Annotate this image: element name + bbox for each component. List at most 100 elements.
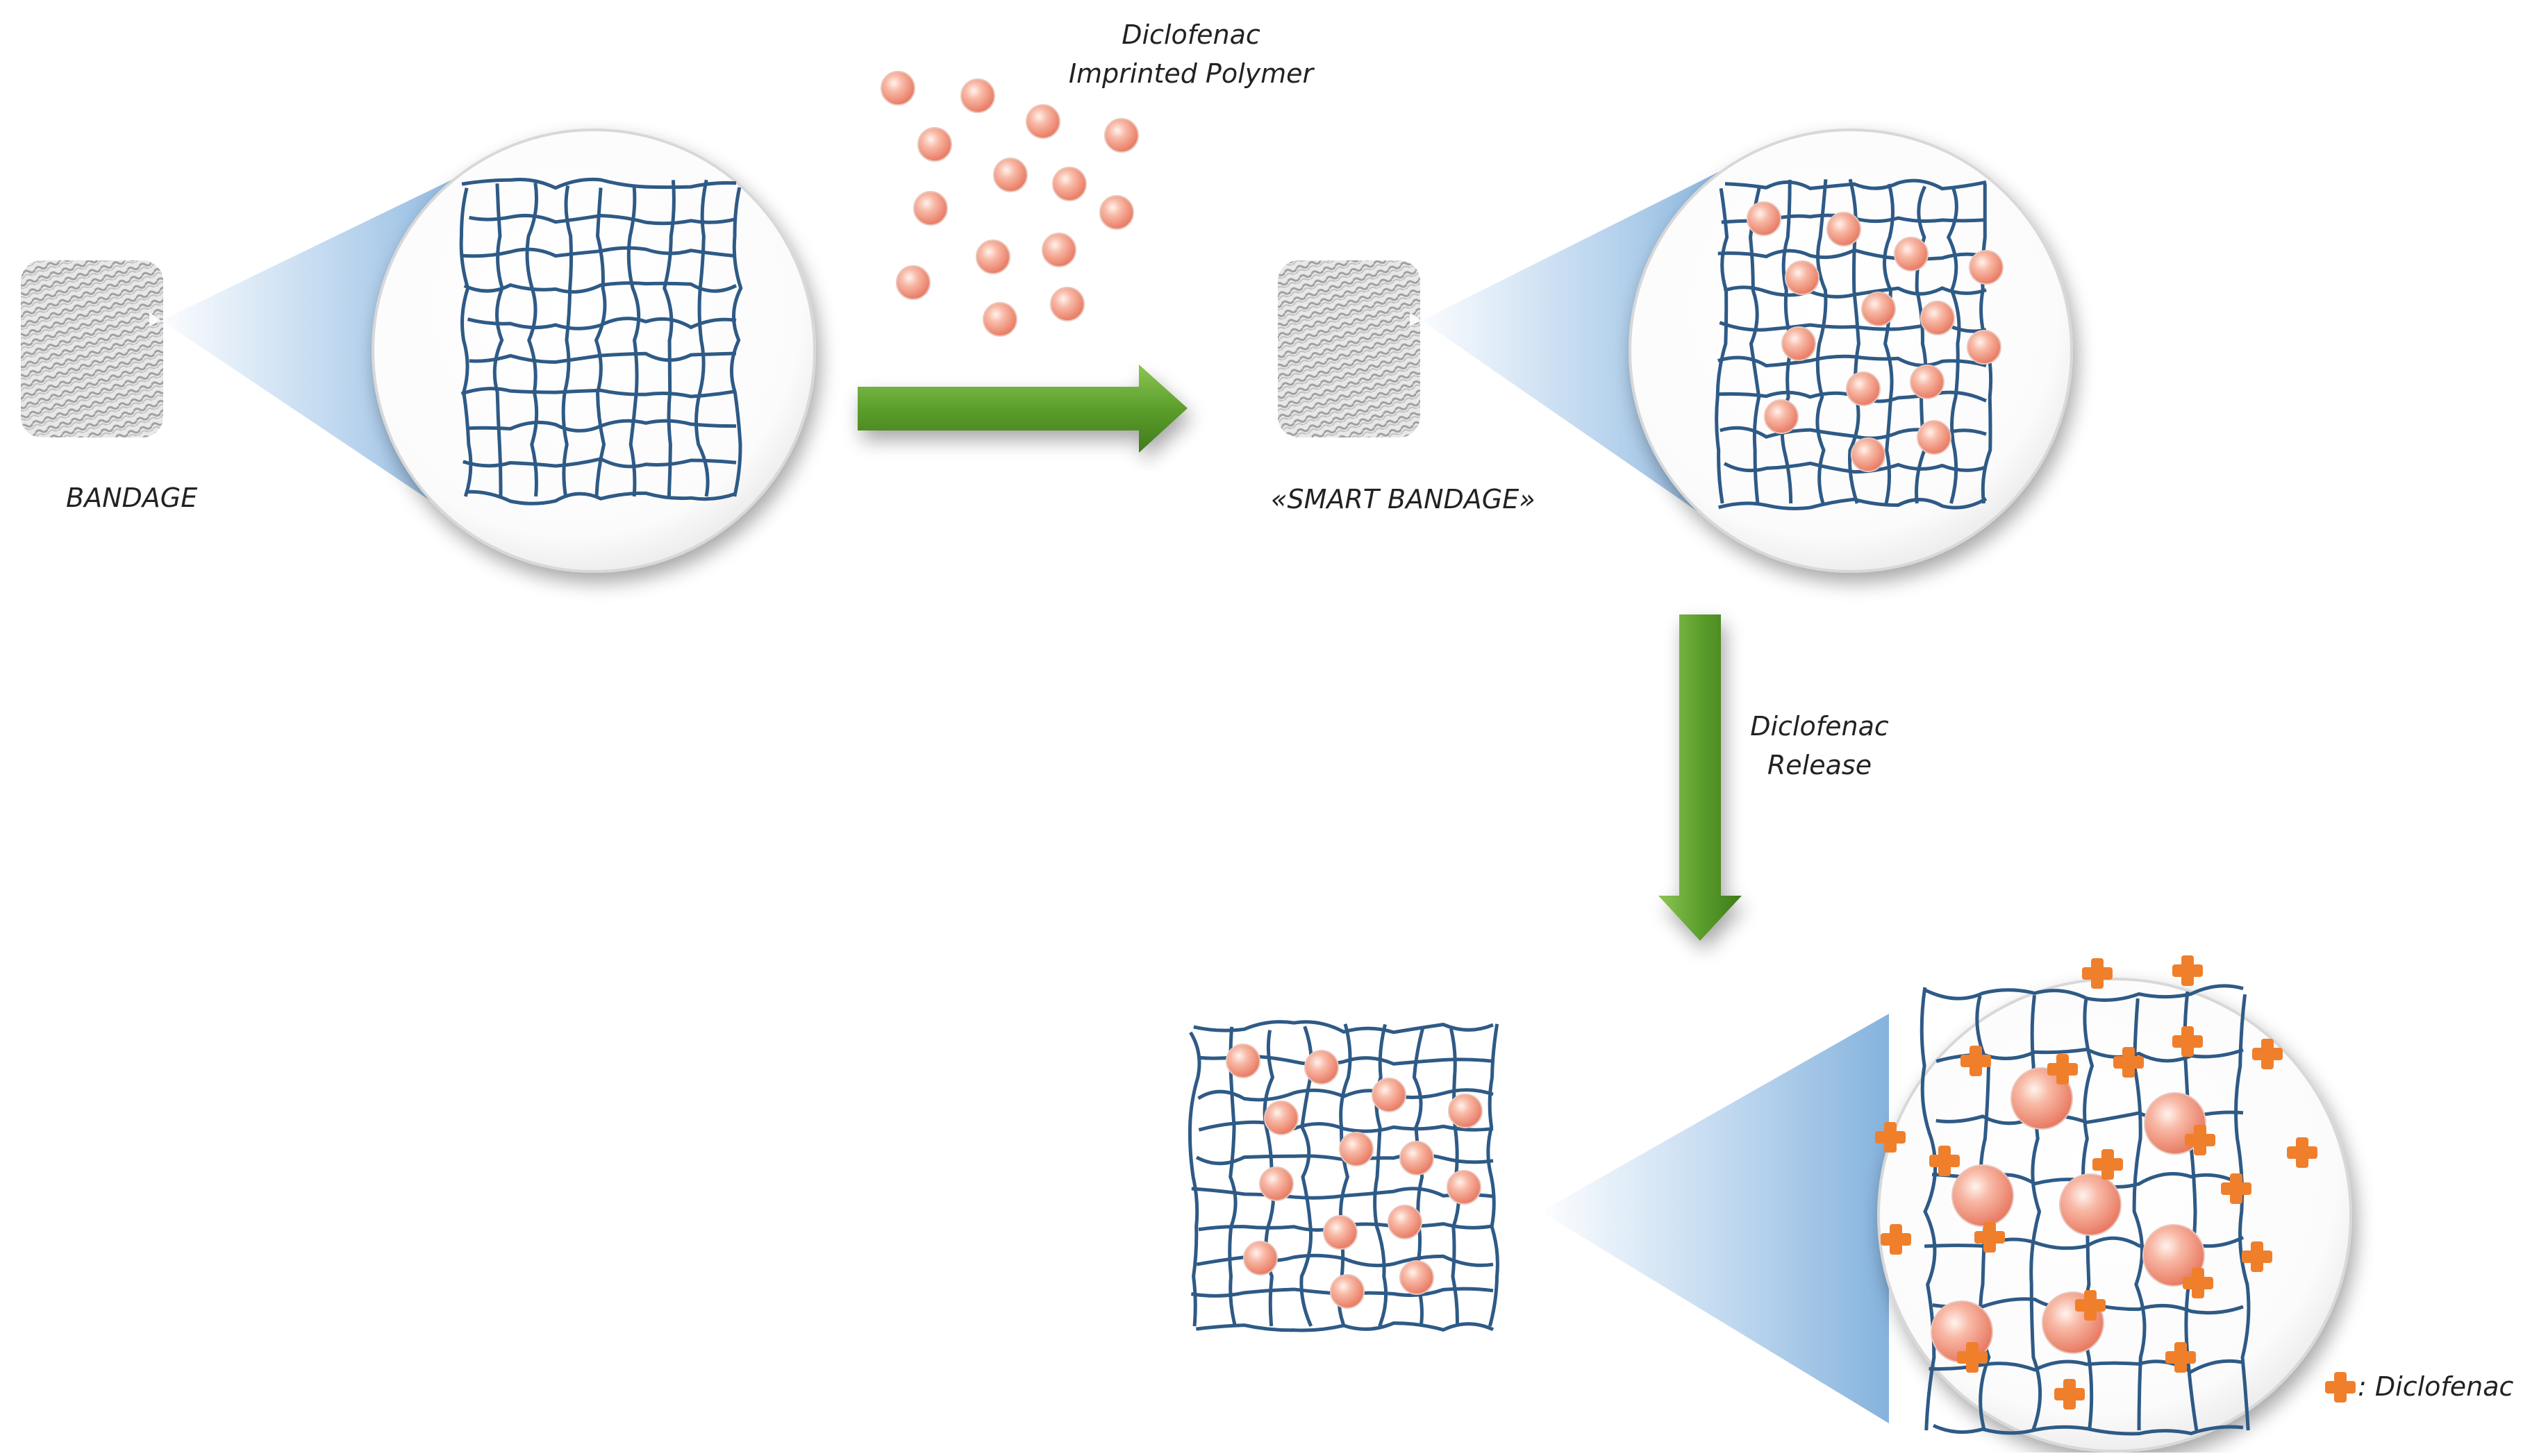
mesh-thread [1932, 1423, 2244, 1436]
mesh-thread [1188, 1031, 1201, 1327]
polymer-sphere [1785, 260, 1820, 295]
mesh-thread [461, 177, 737, 190]
polymer-sphere-icon [1747, 201, 2004, 472]
polymer-sphere [1764, 399, 1799, 434]
polymer-sphere [1447, 1170, 1481, 1205]
mesh-thread [525, 182, 539, 497]
polymer-sphere [976, 240, 1010, 274]
polymer-sphere [917, 127, 952, 162]
polymer-sphere [1304, 1050, 1339, 1085]
bandage-texture-icon [21, 260, 163, 437]
magnifier-cone-icon [1535, 1014, 1889, 1423]
smart-bandage-label: «SMART BANDAGE» [1271, 484, 1535, 514]
polymer-sphere [1104, 118, 1139, 153]
polymer-label-line1: Diclofenac [1122, 19, 1260, 50]
polymer-sphere [1399, 1141, 1434, 1175]
polymer-sphere [983, 302, 1017, 337]
polymer-sphere [1323, 1215, 1358, 1250]
polymer-sphere [1967, 330, 2001, 365]
mesh-thread [1373, 1023, 1388, 1327]
polymer-sphere-icon [1931, 1067, 2206, 1363]
mesh-thread [465, 489, 737, 505]
mesh-thread [1193, 1020, 1494, 1035]
polymer-sphere [2142, 1224, 2205, 1287]
mesh-thread [1724, 178, 1987, 191]
mesh-thread [1717, 354, 1987, 368]
mesh-thread [1723, 461, 1987, 474]
polymer-sphere [1781, 326, 1816, 361]
mesh-thread [1197, 1088, 1494, 1102]
polymer-sphere [1026, 104, 1060, 139]
polymer-sphere [1747, 201, 1781, 236]
release-label: Diclofenac Release [1729, 707, 1910, 785]
polymer-sphere [913, 191, 948, 226]
polymer-sphere-icon [1226, 1044, 1483, 1309]
mesh-thread [663, 180, 676, 497]
mesh-thread [462, 246, 737, 258]
mesh-thread [463, 281, 738, 294]
polymer-sphere [1339, 1132, 1374, 1166]
polymer-sphere [1399, 1260, 1434, 1295]
magnifier-circle [372, 128, 816, 573]
arrow-right-icon [858, 365, 1188, 453]
mesh-thread [729, 187, 743, 497]
polymer-sphere [993, 158, 1028, 192]
mesh-thread [1196, 1253, 1494, 1268]
mesh-thread [1723, 285, 1987, 299]
release-label-line2: Release [1767, 750, 1872, 780]
mesh-icon [459, 177, 743, 505]
mesh-thread [2234, 994, 2251, 1431]
diclofenac-cross [2172, 955, 2203, 986]
polymer-sphere [1330, 1274, 1365, 1309]
polymer-sphere [1861, 292, 1896, 326]
mesh-thread [1748, 187, 1761, 504]
arrow-down-icon [1658, 614, 1742, 941]
mesh-thread [468, 419, 737, 433]
polymer-sphere [881, 71, 915, 106]
mesh-thread [1815, 179, 1828, 504]
polymer-sphere [1917, 420, 1951, 455]
polymer-sphere [1042, 233, 1076, 267]
polymer-sphere-cluster [881, 71, 1139, 337]
polymer-label-line2: Imprinted Polymer [1068, 58, 1314, 89]
polymer-sphere [1969, 250, 2004, 285]
smart-bandage-texture-icon [1278, 260, 1420, 437]
polymer-sphere [1448, 1094, 1483, 1128]
mesh-thread [694, 179, 710, 497]
release-label-line1: Diclofenac [1750, 711, 1889, 742]
release-group [1188, 955, 2352, 1453]
polymer-sphere [1910, 365, 1945, 399]
mesh-thread [561, 185, 573, 497]
mesh-thread [626, 187, 641, 497]
polymer-sphere [1920, 301, 1955, 335]
mesh-thread [1920, 987, 1938, 1431]
polymer-sphere [960, 78, 995, 113]
bandage-label: BANDAGE [66, 483, 198, 513]
mesh-thread [492, 183, 504, 497]
polymer-label: Diclofenac Imprinted Polymer [1035, 15, 1347, 93]
polymer-sphere [1372, 1078, 1406, 1112]
polymer-sphere [1226, 1044, 1260, 1078]
polymer-sphere [1826, 212, 1861, 246]
mesh-thread [1228, 1026, 1238, 1327]
mesh-thread [1198, 1120, 1494, 1133]
polymer-sphere [1052, 167, 1087, 201]
mesh-thread [594, 187, 607, 497]
mesh-thread [1717, 248, 1987, 261]
mesh-thread [1946, 186, 1961, 504]
mesh-thread [1191, 1187, 1494, 1200]
mesh-thread [1196, 1321, 1494, 1332]
polymer-sphere [1259, 1166, 1294, 1201]
smart-bandage-group [1278, 128, 2073, 573]
mesh-thread [460, 387, 737, 399]
legend-label: : Diclofenac [2358, 1371, 2514, 1402]
polymer-sphere [1264, 1101, 1299, 1135]
polymer-sphere [1099, 195, 1134, 230]
polymer-sphere [2059, 1173, 2122, 1236]
diclofenac-cross-icon [2325, 1372, 2356, 1403]
mesh-thread [1882, 183, 1895, 504]
bandage-group [21, 128, 816, 573]
mesh-thread [1486, 1023, 1499, 1327]
